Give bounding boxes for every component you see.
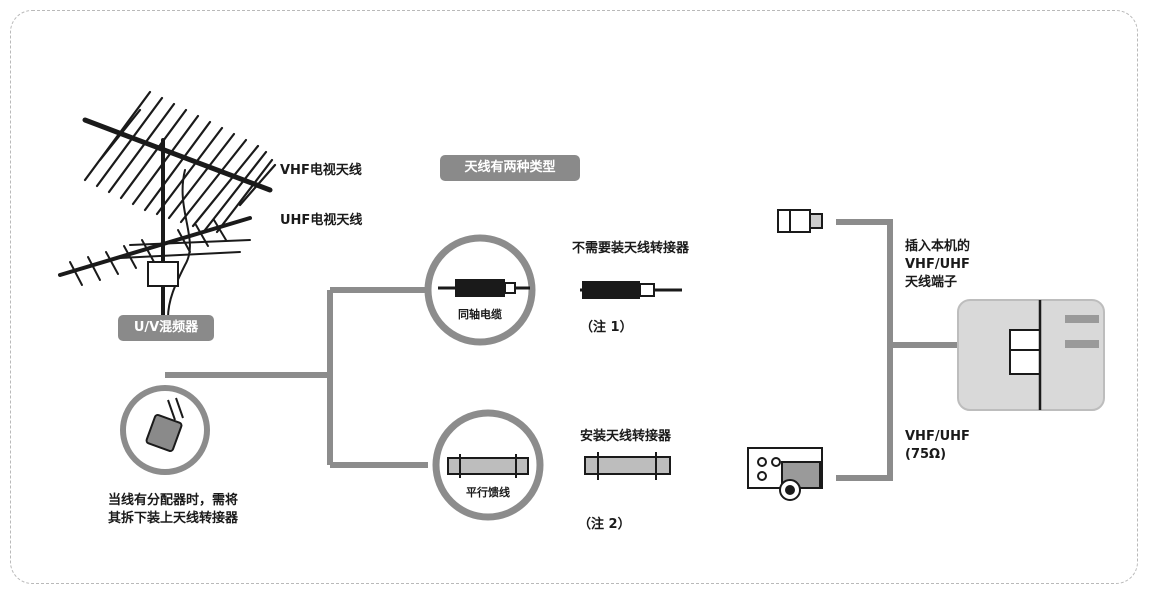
plug-in-line2: VHF/UHF [905,257,970,272]
coax-plug-icon [580,281,682,299]
flat-cable-icon [584,452,671,480]
terminal-line2: (75Ω) [905,447,947,462]
separator-note-line2: 其拆下装上天线转接器 [108,511,239,526]
need-adapter-label: 安装天线转接器 [580,429,672,444]
vhf-antenna-label: VHF电视天线 [280,163,362,178]
no-adapter-label: 不需要装天线转接器 [572,241,690,256]
two-types-badge: 天线有两种类型 [440,155,580,181]
coax-cable-label: 同轴电缆 [458,308,502,321]
plug-in-line3: 天线端子 [905,275,958,290]
f-connector-icon [777,209,823,233]
plug-in-line1: 插入本机的 [905,239,971,254]
coax-circle [424,234,536,346]
connection-lines [165,219,958,481]
splitter-icon [120,385,210,475]
note-2: （注 2） [578,517,631,532]
diagram-frame [10,10,1138,584]
uhf-antenna-label: UHF电视天线 [280,213,363,228]
separator-note-line1: 当线有分配器时，需将 [108,493,239,508]
uv-mixer-badge: U/V混频器 [118,315,214,341]
adapter-box-icon [747,447,823,501]
parallel-circle [432,409,544,521]
parallel-line-label: 平行馈线 [466,486,510,499]
terminal-line1: VHF/UHF [905,429,970,444]
antenna-icon [58,90,277,322]
note-1: （注 1） [580,320,633,335]
tv-terminal-icon [957,299,1105,411]
